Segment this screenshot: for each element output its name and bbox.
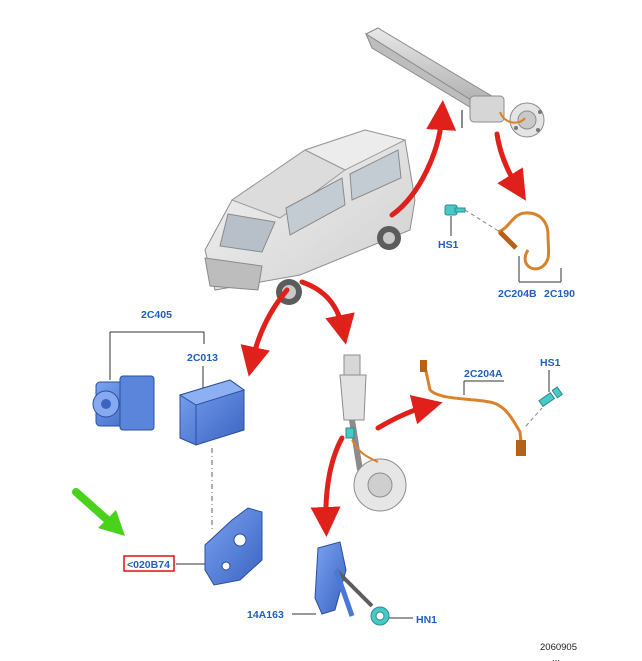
bracket-icon <box>204 507 263 586</box>
nut-icon <box>370 606 390 626</box>
front-suspension <box>339 354 407 512</box>
hydraulic-unit-icon <box>92 375 155 431</box>
label-rear-sensor-right: 2C190 <box>544 288 575 300</box>
rear-sensor-group <box>444 204 562 283</box>
reference-number: 2060905 <box>540 642 577 653</box>
front-sensor-harness <box>422 361 524 453</box>
label-abs-control-module: 2C013 <box>187 352 218 364</box>
label-nut: HN1 <box>416 614 437 626</box>
rear-sensor-harness <box>497 211 551 271</box>
label-bracket[interactable]: <020B74 <box>127 559 170 571</box>
front-sensor-group <box>420 360 564 456</box>
red-arrow-icon <box>240 100 526 537</box>
label-abs-module-group: 2C405 <box>141 309 172 321</box>
rear-axle <box>364 27 545 138</box>
reference-partial: ... <box>552 653 560 661</box>
bracket-highlight-box <box>123 555 175 572</box>
abs-module-group <box>92 331 263 586</box>
label-rear-screw: HS1 <box>438 239 459 251</box>
label-front-sensor: 2C204A <box>464 368 503 380</box>
label-front-screw: HS1 <box>540 357 561 369</box>
ride-height-sensor-group <box>292 541 413 626</box>
label-ride-height-sensor: 14A163 <box>247 609 284 621</box>
front-screw-icon <box>538 386 564 408</box>
van-illustration <box>204 129 416 305</box>
green-arrow-icon <box>72 488 125 536</box>
label-rear-sensor-left: 2C204B <box>498 288 537 300</box>
rear-screw-icon <box>444 204 466 216</box>
abs-control-module-icon <box>178 379 246 446</box>
